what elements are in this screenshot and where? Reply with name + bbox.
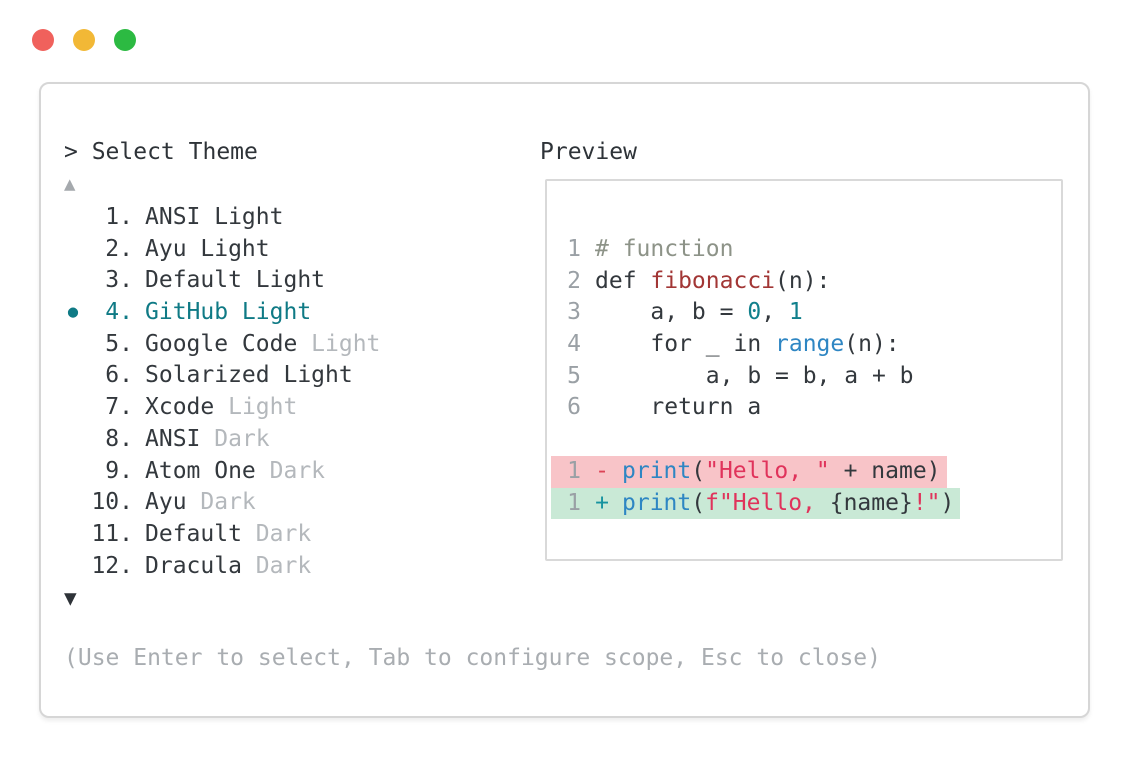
theme-name: Default Dark (145, 520, 312, 547)
line-number: 1 (567, 236, 581, 262)
theme-selector-window: > Select Theme ▲ 1. ANSI Light 2. Ayu Light… (39, 82, 1090, 718)
minimize-button[interactable] (73, 29, 95, 51)
diff-added-line: 1+print(f"Hello, {name}!") (551, 487, 961, 520)
theme-name: Atom One Dark (145, 457, 326, 484)
bullet-placeholder (58, 424, 88, 456)
theme-name: ANSI Dark (145, 425, 270, 452)
theme-option[interactable]: 1. ANSI Light (58, 202, 380, 234)
bullet-placeholder (58, 202, 88, 234)
theme-number: 11. (91, 520, 133, 547)
selected-bullet-icon: ● (67, 302, 79, 323)
bullet-placeholder (58, 487, 88, 519)
theme-number: 8. (105, 425, 133, 452)
line-number: 1 (567, 457, 581, 484)
theme-name: Solarized Light (145, 362, 353, 389)
line-number: 4 (567, 331, 581, 358)
code-blank-line (567, 424, 960, 456)
theme-name: Dracula Dark (145, 552, 312, 579)
code-line: 5 a, b = b, a + b (567, 361, 960, 393)
bullet-placeholder (58, 234, 88, 266)
bullet-placeholder (58, 551, 88, 583)
theme-option[interactable]: 12. Dracula Dark (58, 551, 380, 583)
theme-number: 10. (91, 489, 133, 516)
theme-number: 2. (105, 235, 133, 262)
theme-option[interactable]: ● 4. GitHub Light (58, 297, 380, 329)
theme-number: 1. (105, 204, 133, 230)
line-number: 6 (567, 394, 581, 421)
theme-name: Ayu Light (145, 235, 270, 262)
code-line: 6 return a (567, 392, 960, 424)
help-text: (Use Enter to select, Tab to configure s… (64, 645, 881, 671)
theme-option[interactable]: 8. ANSI Dark (58, 424, 380, 456)
bullet-placeholder (58, 392, 88, 424)
theme-number: 4. (105, 299, 133, 326)
theme-list: 1. ANSI Light 2. Ayu Light 3. Default Light ● 4… (58, 202, 381, 583)
close-button[interactable] (32, 29, 54, 51)
theme-option[interactable]: 11. Default Dark (58, 519, 380, 551)
scroll-up-icon[interactable]: ▲ (64, 173, 76, 195)
diff-plus-marker: + (595, 489, 609, 516)
theme-name: Ayu Dark (145, 489, 256, 516)
bullet-placeholder (58, 519, 88, 551)
bullet-placeholder (58, 329, 88, 361)
code-line: 3 a, b = 0, 1 (567, 297, 960, 329)
theme-number: 7. (105, 394, 133, 421)
diff-removed-line: 1-print("Hello, " + name) (551, 455, 960, 488)
theme-option[interactable]: 3. Default Light (58, 265, 380, 297)
theme-name: GitHub Light (145, 299, 312, 326)
scroll-down-icon[interactable]: ▼ (64, 586, 77, 610)
window-controls (32, 29, 136, 51)
theme-number: 12. (91, 552, 133, 579)
theme-option[interactable]: 6. Solarized Light (58, 360, 380, 392)
code-line: 4 for _ in range(n): (567, 329, 960, 361)
line-number: 1 (567, 489, 581, 516)
theme-number: 9. (105, 457, 133, 484)
theme-number: 6. (105, 362, 133, 389)
theme-name: Google Code Light (145, 330, 381, 357)
dialog-title: > Select Theme (64, 139, 258, 165)
code-line: 1# function (567, 234, 960, 266)
theme-option[interactable]: 10. Ayu Dark (58, 487, 380, 519)
bullet-placeholder (58, 265, 88, 297)
bullet-placeholder (58, 360, 88, 392)
theme-number: 3. (105, 267, 133, 294)
theme-option[interactable]: 2. Ayu Light (58, 234, 380, 266)
theme-name: Xcode Light (145, 394, 298, 421)
line-number: 2 (567, 267, 581, 294)
theme-option[interactable]: 5. Google Code Light (58, 329, 380, 361)
theme-number: 5. (105, 330, 133, 357)
line-number: 3 (567, 299, 581, 326)
diff-minus-marker: - (595, 457, 609, 484)
zoom-button[interactable] (114, 29, 136, 51)
theme-name: Default Light (145, 267, 326, 294)
theme-option[interactable]: 7. Xcode Light (58, 392, 380, 424)
line-number: 5 (567, 362, 581, 389)
theme-option[interactable]: 9. Atom One Dark (58, 456, 380, 488)
bullet-placeholder (58, 456, 88, 488)
preview-label: Preview (540, 139, 637, 165)
theme-name: ANSI Light (145, 204, 284, 230)
